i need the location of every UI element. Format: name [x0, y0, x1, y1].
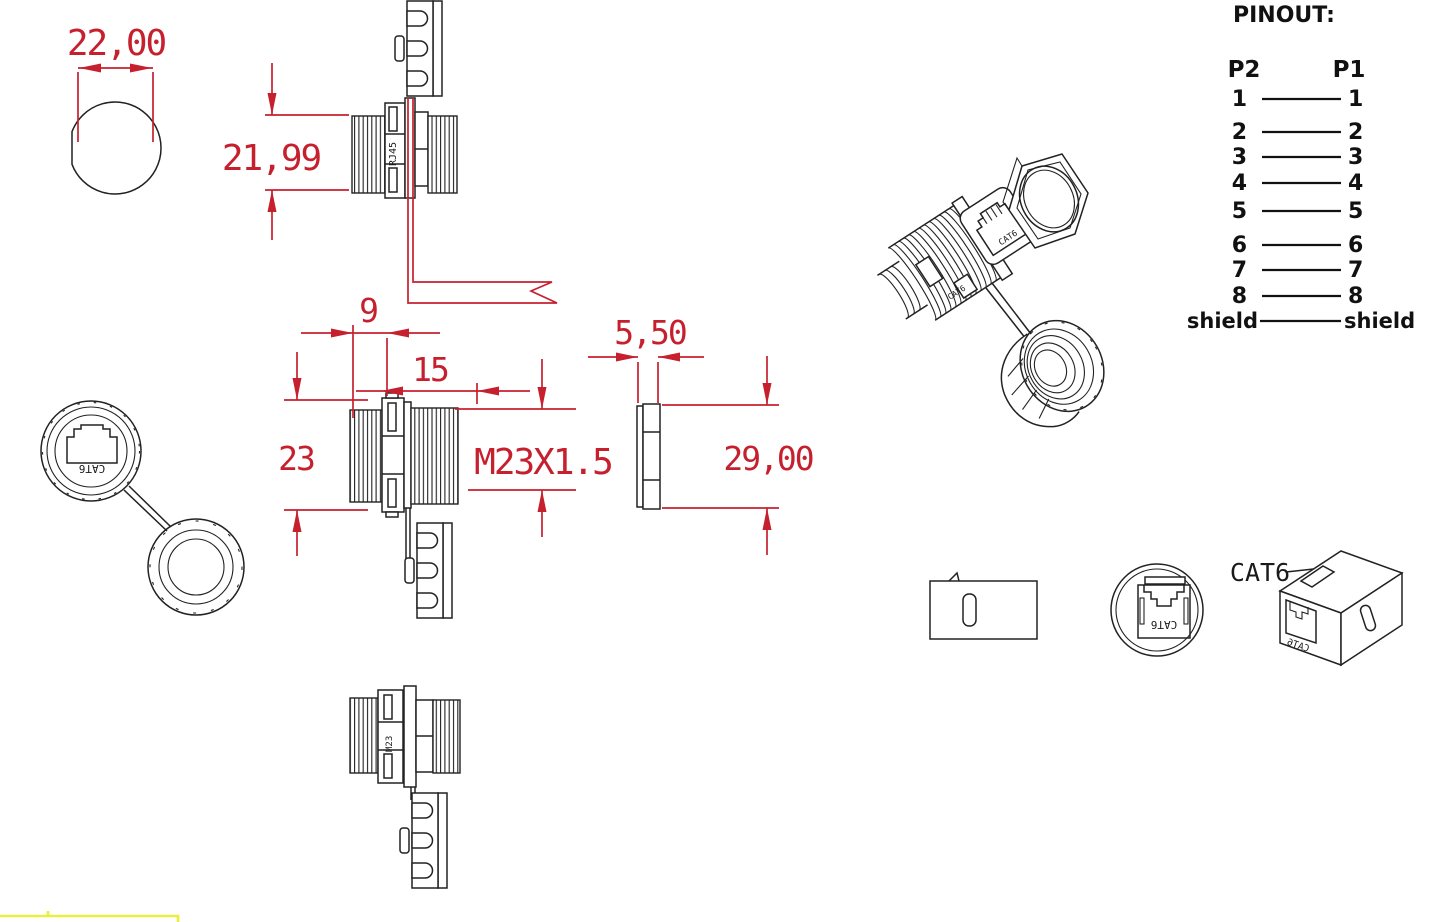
svg-text:8: 8	[1348, 284, 1363, 309]
dim-nut-diameter-2900: 29,00	[662, 356, 815, 555]
pinout-row: 5 5	[1232, 199, 1364, 224]
svg-text:2: 2	[1348, 120, 1363, 145]
exploded-3d-view: CAT6 CAT6	[877, 153, 1105, 428]
leader-flag	[407, 98, 558, 304]
pinout-row: 4 4	[1232, 171, 1364, 196]
svg-text:4: 4	[1232, 171, 1247, 196]
hex-nut-3d	[1002, 153, 1089, 249]
cap-3d	[1000, 319, 1105, 428]
m23-label: M23	[385, 736, 395, 752]
svg-text:3: 3	[1232, 145, 1247, 170]
protective-cap-middle-view	[404, 522, 453, 619]
highlight-marker	[0, 911, 180, 922]
dim-15-label: 15	[412, 350, 448, 389]
pinout-title: PINOUT:	[1233, 3, 1335, 28]
pinout-right-header: P1	[1333, 57, 1366, 83]
svg-text:7: 7	[1232, 258, 1247, 283]
pinout-row: 7 7	[1232, 258, 1364, 283]
keystone-cat6-label: CAT6	[1230, 558, 1290, 587]
front-view-connector: CAT6	[40, 400, 172, 532]
dim-550-label: 5,50	[614, 313, 686, 352]
svg-text:6: 6	[1348, 233, 1363, 258]
pinout-row: 1 1	[1232, 87, 1364, 112]
connector-circle-view	[71, 101, 162, 195]
svg-text:1: 1	[1232, 87, 1247, 112]
svg-text:3: 3	[1348, 145, 1363, 170]
svg-text:7: 7	[1348, 258, 1363, 283]
dim-thread-spec: M23X1.5	[455, 359, 614, 537]
coupler-bottom-view: M23	[349, 685, 461, 800]
svg-text:2: 2	[1232, 120, 1247, 145]
pinout-left-header: P2	[1228, 57, 1261, 83]
pinout-row: 3 3	[1232, 145, 1364, 170]
svg-text:5: 5	[1348, 199, 1363, 224]
svg-text:5: 5	[1232, 199, 1247, 224]
protective-cap-bottom-view	[399, 792, 448, 889]
cat6-round-label: CAT6	[1151, 618, 1178, 631]
pinout-row: 8 8	[1232, 284, 1364, 309]
dim-flange-height-23: 23	[278, 352, 368, 556]
dim-nut-thickness-550: 5,50	[588, 313, 704, 403]
dim-body-length-15: 15	[356, 350, 530, 404]
dim-23-label: 23	[278, 439, 314, 478]
pinout-row: 6 6	[1232, 233, 1364, 258]
dim-height-2199: 21,99	[222, 63, 349, 240]
dim-flange-width-9: 9	[301, 291, 440, 418]
connector-side-top-view: RJ45	[351, 97, 458, 199]
pinout-table: PINOUT: P2 P1 1 1 2 2 3 3 4 4 5 5 6	[1187, 3, 1415, 333]
svg-text:8: 8	[1232, 284, 1247, 309]
dim-height-label: 21,99	[222, 138, 321, 179]
rj45-label: RJ45	[388, 142, 399, 166]
protective-cap-top-view	[394, 0, 443, 97]
pinout-row: 2 2	[1232, 120, 1364, 145]
dim-diameter-label: 22,00	[67, 23, 166, 64]
coupler-middle-view	[349, 392, 459, 560]
svg-text:4: 4	[1348, 171, 1363, 196]
dim-diameter-22: 22,00	[67, 23, 168, 142]
cat6-front-label: CAT6	[79, 462, 106, 475]
lanyard-cord-3d	[985, 282, 1032, 340]
dim-2900-label: 29,00	[723, 439, 812, 478]
pinout-row: shield shield	[1187, 309, 1415, 333]
thread-spec-label: M23X1.5	[474, 442, 612, 483]
keystone-3d-view: CAT6 CAT6	[1230, 550, 1404, 667]
round-front-view: CAT6	[1110, 563, 1204, 657]
keystone-top-view	[929, 571, 1038, 640]
svg-text:6: 6	[1232, 233, 1247, 258]
nut-side-view	[636, 403, 661, 510]
svg-text:shield: shield	[1187, 309, 1258, 333]
svg-text:1: 1	[1348, 87, 1363, 112]
svg-text:shield: shield	[1344, 309, 1415, 333]
dim-9-label: 9	[359, 291, 377, 330]
front-view-cap	[147, 518, 245, 616]
